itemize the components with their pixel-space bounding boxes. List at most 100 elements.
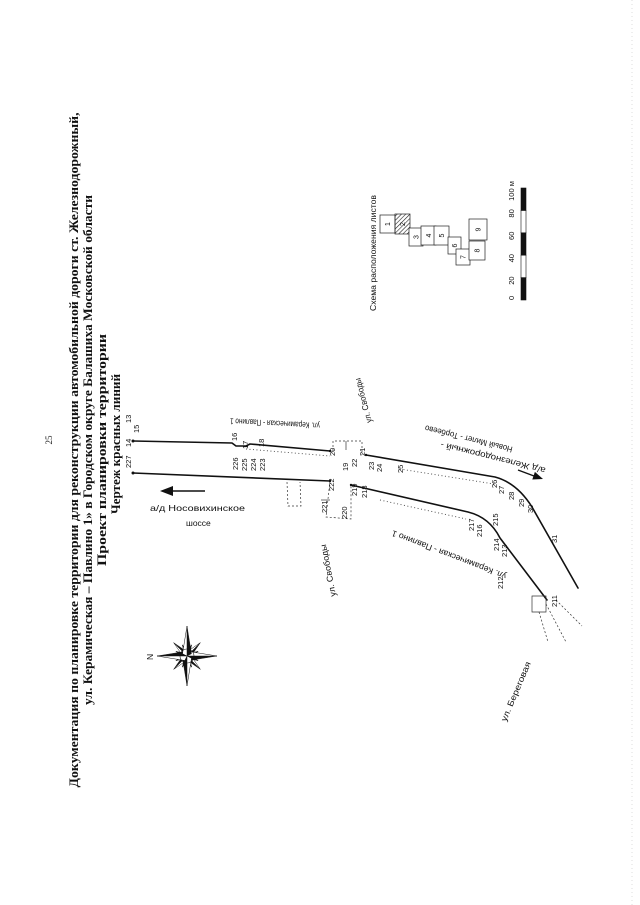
scale-bar-segments: [520, 187, 527, 301]
title-line-2: ул. Керамическая – Павлино 1» в Городско…: [81, 195, 95, 705]
beregovaya-structure: [531, 595, 547, 613]
sheet-scheme-title: Схема расположения листов: [368, 195, 378, 311]
title-line-1: Документация по планировке территории дл…: [67, 113, 81, 788]
scale-bar-segment: [520, 254, 527, 278]
point-label-224: 224: [249, 458, 258, 471]
point-label-22: 22: [350, 459, 359, 467]
point-label-29: 29: [517, 499, 526, 507]
beregovaya-edge-2: [538, 611, 549, 643]
road-label-nosovikhinskoe-1: а/д Носовихинское: [150, 503, 245, 513]
sheet-box-frame: [433, 225, 450, 246]
compass-rose-icon: [156, 625, 218, 687]
road-edge-dotted-right: [399, 468, 495, 485]
point-label-223: 223: [258, 458, 267, 471]
point-label-211: 211: [550, 595, 559, 607]
compass-spike: [182, 625, 188, 657]
title-line-3: Проект планировки территории: [95, 334, 109, 566]
point-label-26: 26: [490, 480, 499, 488]
scale-label: 0: [507, 296, 516, 300]
vertex-marker: [349, 483, 353, 487]
vertex-marker: [131, 439, 135, 443]
road-edge-dotted-lower: [379, 499, 467, 520]
sheet-box-frame: [394, 213, 411, 235]
road-label-keramicheskaya-lower: ул. Керамическая - Павлино 1: [390, 528, 508, 581]
point-label-31: 31: [550, 535, 559, 543]
driveway-outline: [286, 481, 302, 507]
scale-bar-labels: 0 20 40 60 80 100 м: [507, 181, 516, 300]
road-label-svobody-upper: ул. Свободы: [352, 377, 374, 424]
red-line-north: [132, 440, 579, 589]
sheet-box-5: 5: [433, 225, 450, 246]
sheet-box-label: 1: [385, 222, 392, 226]
point-label-215: 215: [491, 513, 500, 526]
compass-spike: [186, 625, 192, 657]
beregovaya-edge-3: [555, 599, 583, 627]
point-label-17: 17: [241, 441, 250, 449]
point-label-227: 227: [124, 455, 133, 468]
vertex-marker: [328, 479, 332, 483]
sheet-box-label: 2: [400, 222, 407, 226]
point-label-19: 19: [341, 463, 350, 471]
point-label-30: 30: [526, 505, 535, 513]
compass-spike: [156, 655, 188, 661]
compass-rose: N: [145, 625, 218, 687]
arrow-zheleznodorozhny-icon: [517, 469, 543, 480]
scale-label: 100 м: [507, 181, 516, 201]
vertex-marker: [328, 449, 332, 453]
scale-label: 40: [507, 254, 516, 262]
point-label-218: 218: [360, 485, 369, 498]
sheet-box-frame: [468, 240, 486, 261]
sheet-box-8: 8: [468, 240, 486, 261]
point-label-217: 217: [467, 518, 476, 531]
sheet-box-label: 8: [475, 248, 482, 252]
scale-label: 60: [507, 232, 516, 240]
red-line-south: [132, 472, 548, 601]
sheet-box-7: 7: [455, 248, 471, 266]
point-label-27: 27: [497, 486, 506, 494]
svobody-south-outline: [325, 480, 352, 520]
point-label-216: 216: [475, 524, 484, 537]
title-block: Документация по планировке территории дл…: [67, 113, 123, 788]
sheet-box-1: 1: [379, 214, 396, 234]
point-label-18: 18: [257, 439, 266, 447]
point-label-226: 226: [231, 457, 240, 470]
sheet-box-9: 9: [468, 218, 488, 241]
point-label-225: 225: [240, 458, 249, 471]
sheet-box-label: 4: [426, 233, 433, 237]
vertex-marker: [364, 453, 368, 457]
point-label-15: 15: [132, 425, 141, 433]
point-label-16: 16: [230, 433, 239, 441]
point-label-23: 23: [367, 462, 376, 470]
sheet-box-label: 5: [439, 233, 446, 237]
point-label-221: 221: [320, 500, 329, 513]
point-label-13: 13: [124, 415, 133, 423]
point-label-219: 219: [350, 483, 359, 496]
scale-label: 20: [507, 276, 516, 284]
point-label-212: 212: [496, 576, 505, 589]
sheet-box-label: 3: [414, 235, 421, 239]
point-label-213: 213: [500, 544, 509, 557]
road-label-beregovaya: ул. Береговая: [499, 660, 533, 723]
point-label-24: 24: [375, 464, 384, 472]
scale-bar: 0 20 40 60 80 100 м: [507, 181, 527, 301]
scale-bar-segment: [520, 232, 527, 256]
beregovaya-edge-1: [545, 603, 567, 643]
sheet-box-frame: [468, 218, 488, 241]
scale-bar-segment: [520, 210, 527, 234]
scale-label: 80: [507, 209, 516, 217]
sheet-box-label: 6: [452, 243, 459, 247]
point-label-214: 214: [492, 538, 501, 551]
page-number: 25: [44, 435, 54, 445]
sheet-box-label: 9: [476, 227, 483, 231]
compass-spike: [186, 655, 192, 687]
point-label-220: 220: [340, 506, 349, 519]
point-label-20: 20: [328, 448, 337, 456]
point-label-21: 21: [358, 448, 367, 456]
road-label-nosovikhinskoe-2: шоссе: [186, 518, 211, 528]
compass-ring: [179, 648, 195, 664]
road-label-svobody-lower: ул. Свободы: [318, 544, 338, 598]
compass-north-label: N: [145, 654, 155, 660]
title-line-4: Чертеж красных линий: [109, 374, 123, 514]
